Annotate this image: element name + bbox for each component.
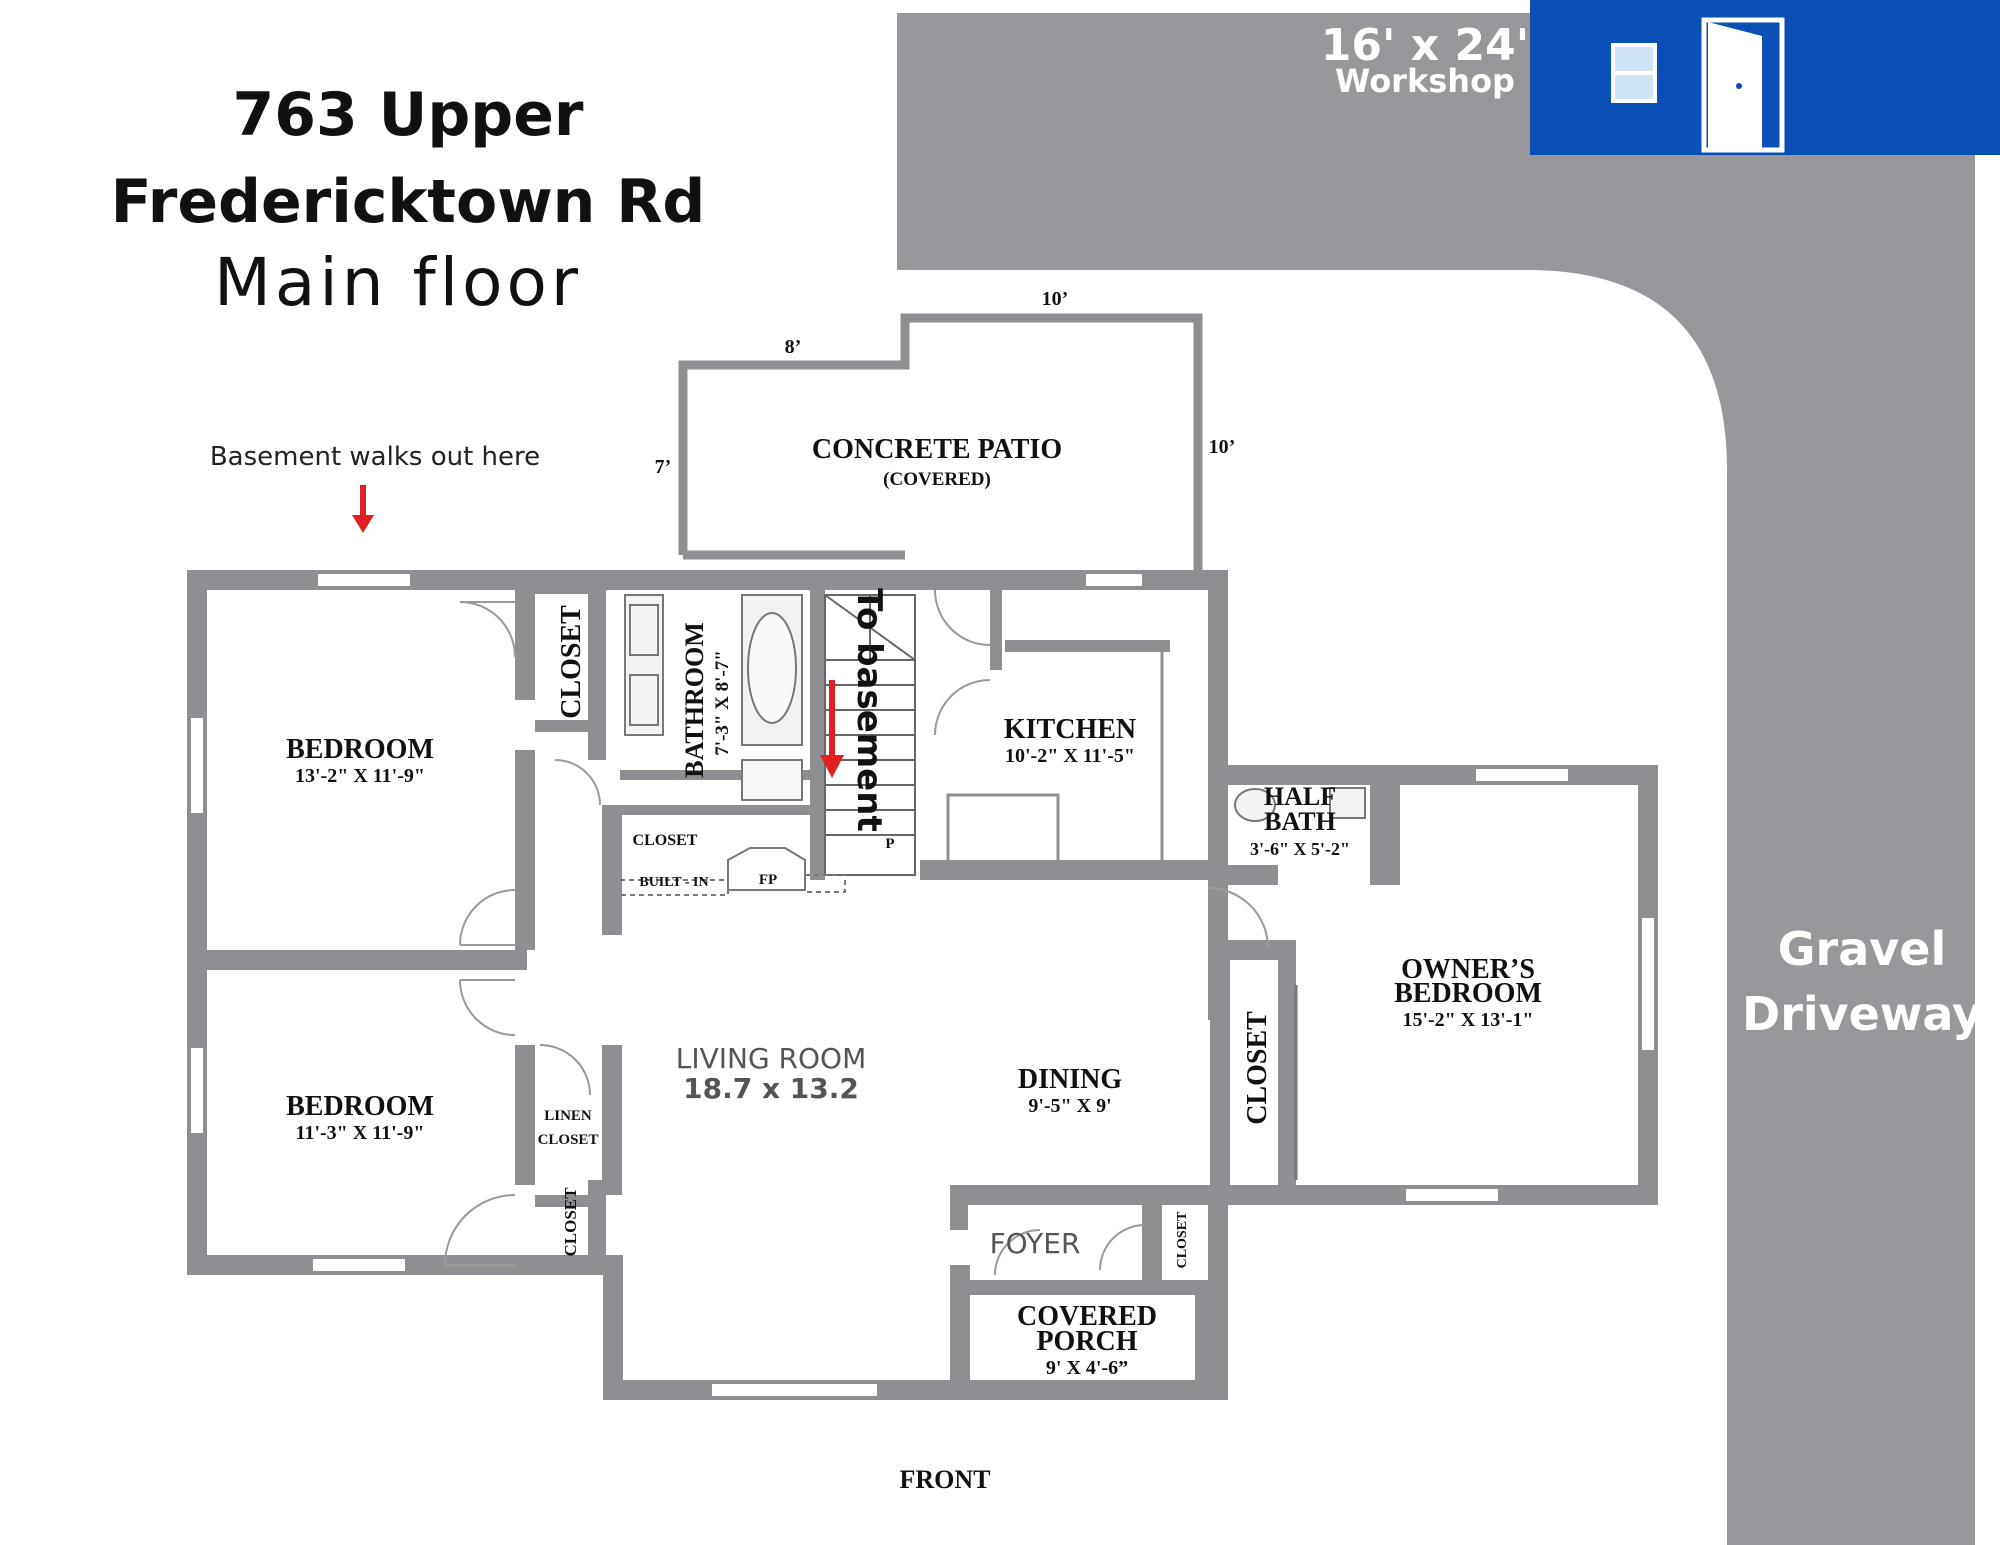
closet-top-label: CLOSET: [556, 605, 587, 719]
owners-bedroom-line2: BEDROOM: [1394, 978, 1542, 1009]
living-room-name: LIVING ROOM: [676, 1042, 867, 1075]
linen-closet-line2: CLOSET: [538, 1132, 599, 1148]
workshop-box: [1530, 0, 2000, 155]
bathroom-name: BATHROOM: [680, 622, 709, 778]
patio-dim-right: 10’: [1209, 436, 1236, 458]
half-bath-dims: 3'-6" X 5'-2": [1250, 839, 1350, 859]
pantry-label: P: [885, 836, 894, 852]
kitchen-dims: 10'-2" X 11'-5": [1005, 745, 1135, 767]
basement-arrow-icon: [820, 680, 844, 778]
linen-closet-line1: LINEN: [544, 1108, 592, 1124]
front-label: FRONT: [900, 1465, 991, 1494]
workshop-label: Workshop: [1335, 62, 1515, 100]
half-bath-fixtures: [1234, 787, 1366, 822]
patio-subtitle: (COVERED): [883, 469, 991, 490]
walkout-arrow-icon: [352, 485, 374, 533]
patio-dim-top-left: 8’: [785, 336, 802, 358]
kitchen-counters: [946, 648, 1164, 867]
bedroom1-name: BEDROOM: [286, 734, 434, 765]
closet-hall-label: CLOSET: [633, 832, 698, 849]
bathroom-dims: 7'-3" X 8'-7": [712, 650, 733, 756]
covered-porch-dims: 9' X 4'-6”: [1046, 1357, 1128, 1379]
door-swings: [444, 589, 1269, 1276]
bathroom-fixtures: [624, 594, 803, 801]
fireplace-builtin: [620, 847, 846, 896]
gravel-driveway: [897, 13, 2000, 1545]
half-bath-line2: BATH: [1264, 807, 1336, 836]
address-line1: 763 Upper: [232, 80, 583, 150]
stairs: [824, 594, 916, 876]
foyer-name: FOYER: [990, 1227, 1081, 1260]
closet-foyer-label: CLOSET: [1175, 1211, 1190, 1268]
owners-bedroom-dims: 15'-2" X 13'-1": [1402, 1009, 1533, 1031]
workshop-size: 16' x 24': [1321, 20, 1529, 71]
covered-porch-line2: PORCH: [1036, 1326, 1137, 1357]
built-in-label: BUILT - IN: [639, 875, 708, 890]
bedroom2-name: BEDROOM: [286, 1091, 434, 1122]
driveway-label-line2: Driveway: [1742, 987, 1982, 1041]
address-line2: Fredericktown Rd: [111, 167, 706, 237]
dining-dims: 9'-5" X 9': [1028, 1095, 1111, 1117]
driveway-label-line1: Gravel: [1778, 922, 1946, 976]
dining-name: DINING: [1018, 1064, 1122, 1095]
covered-porch-line1: COVERED: [1017, 1301, 1157, 1332]
basement-walkout-note: Basement walks out here: [210, 442, 540, 472]
bedroom1-dims: 13'-2" X 11'-9": [295, 765, 425, 787]
patio-title: CONCRETE PATIO: [812, 434, 1062, 465]
bedroom2-dims: 11'-3" X 11'-9": [296, 1122, 425, 1144]
half-bath-line1: HALF: [1264, 782, 1336, 811]
windows: [191, 574, 1654, 1396]
living-room-dims: 18.7 x 13.2: [683, 1072, 859, 1105]
window-icon: [1611, 43, 1657, 103]
patio-wall: [678, 313, 1203, 570]
floor-label: Main floor: [214, 244, 582, 321]
closet-bedroom2-label: CLOSET: [561, 1187, 580, 1257]
kitchen-name: KITCHEN: [1004, 714, 1136, 745]
patio-dim-top-right: 10’: [1042, 288, 1069, 310]
to-basement-label: To basement: [849, 588, 889, 831]
door-icon: [1701, 17, 1785, 153]
closet-owners-label: CLOSET: [1242, 1011, 1273, 1125]
owners-bedroom-line1: OWNER’S: [1401, 954, 1535, 985]
fireplace-label: FP: [759, 872, 777, 888]
patio-dim-left: 7’: [655, 456, 672, 478]
